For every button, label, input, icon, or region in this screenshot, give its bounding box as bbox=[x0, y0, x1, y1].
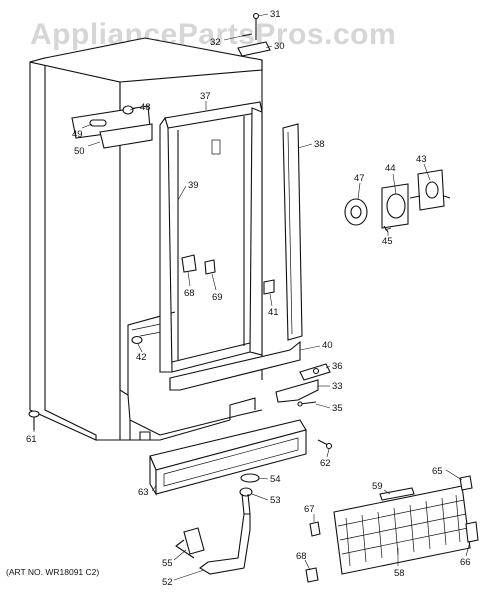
callout-30: 30 bbox=[274, 41, 285, 52]
callout-39: 39 bbox=[188, 180, 199, 191]
callout-49: 49 bbox=[72, 129, 83, 140]
callout-63: 63 bbox=[138, 487, 149, 498]
callout-44: 44 bbox=[385, 163, 396, 174]
screw bbox=[317, 439, 333, 450]
bottom-frame bbox=[169, 340, 301, 391]
callout-61: 61 bbox=[26, 434, 37, 445]
callout-62: 62 bbox=[320, 458, 331, 469]
watermark: AppliancePartsPros.com bbox=[30, 18, 396, 51]
callout-65: 65 bbox=[432, 466, 443, 477]
callout-32: 32 bbox=[210, 37, 221, 48]
callout-42: 42 bbox=[136, 352, 147, 363]
callout-48: 48 bbox=[140, 102, 151, 113]
callout-55: 55 bbox=[162, 558, 173, 569]
callout-33: 33 bbox=[332, 381, 343, 392]
callout-58: 58 bbox=[394, 568, 405, 579]
callout-41: 41 bbox=[268, 307, 279, 318]
callout-labels: 31 32 30 37 48 49 50 38 39 47 44 43 45 6… bbox=[26, 9, 471, 588]
callout-45: 45 bbox=[382, 236, 393, 247]
art-number: (ART NO. WR18091 C2) bbox=[6, 567, 99, 577]
callout-67: 67 bbox=[304, 504, 315, 515]
leader-lines bbox=[33, 13, 471, 581]
callout-38: 38 bbox=[314, 139, 325, 150]
callout-68-lower: 68 bbox=[296, 551, 307, 562]
callout-50: 50 bbox=[74, 146, 85, 157]
cabinet bbox=[29, 37, 263, 441]
bottom-hinge bbox=[275, 363, 331, 407]
callout-59: 59 bbox=[372, 481, 383, 492]
callout-31: 31 bbox=[270, 9, 281, 20]
callout-68: 68 bbox=[184, 288, 195, 299]
dairy-bin bbox=[71, 105, 153, 149]
door-liner-frame bbox=[159, 101, 263, 373]
callout-69: 69 bbox=[212, 292, 223, 303]
control-assembly bbox=[344, 169, 451, 233]
callout-43: 43 bbox=[416, 154, 427, 165]
callout-47: 47 bbox=[354, 173, 365, 184]
callout-66: 66 bbox=[460, 557, 471, 568]
small-parts bbox=[131, 254, 275, 345]
drain-assembly bbox=[175, 473, 260, 575]
callout-40: 40 bbox=[322, 340, 333, 351]
base-grille bbox=[149, 419, 307, 496]
callout-54: 54 bbox=[270, 474, 281, 485]
leveling-leg bbox=[28, 410, 40, 430]
gasket-strip bbox=[282, 123, 303, 341]
callout-53: 53 bbox=[270, 495, 281, 506]
condenser-pan bbox=[305, 475, 479, 583]
top-hinge bbox=[237, 12, 271, 57]
callout-36: 36 bbox=[332, 361, 343, 372]
callout-35: 35 bbox=[332, 403, 343, 414]
callout-52: 52 bbox=[162, 577, 173, 588]
callout-37: 37 bbox=[200, 91, 211, 102]
